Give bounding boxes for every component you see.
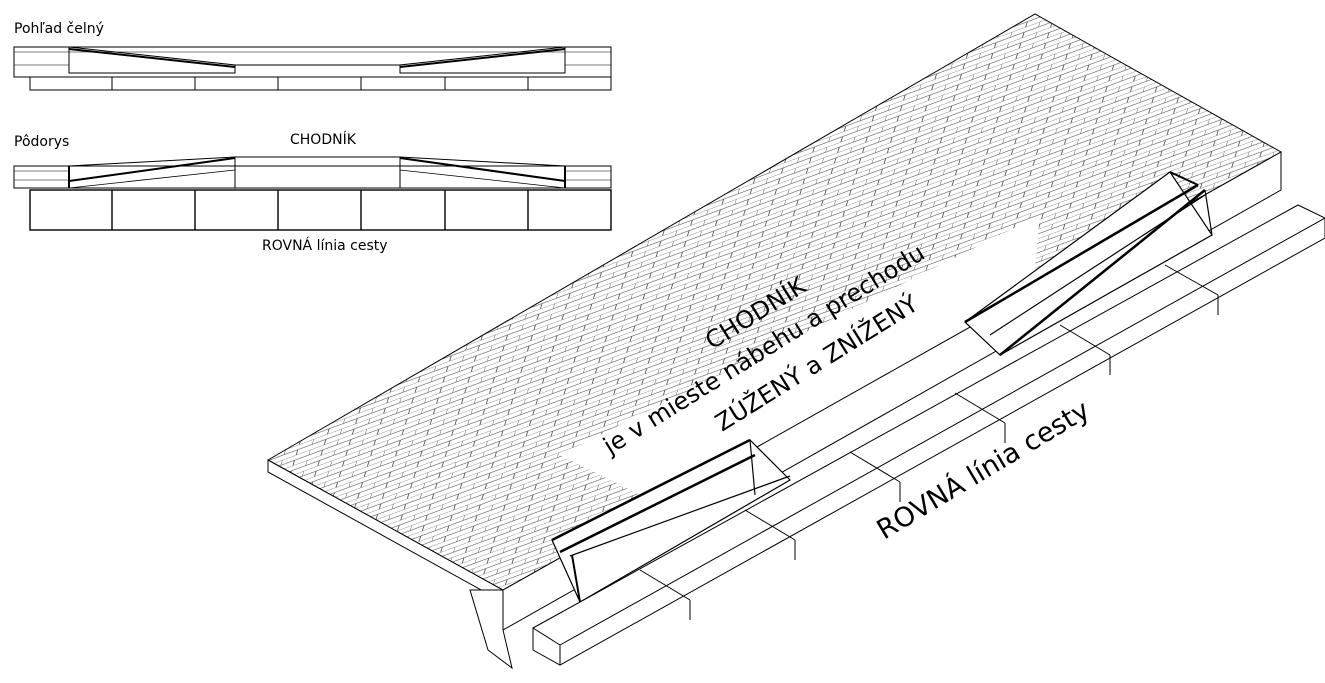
front-view-drawing — [13, 46, 612, 91]
plan-sidewalk-label: CHODNÍK — [290, 132, 356, 148]
right-ramp — [964, 171, 1213, 356]
text-clearing — [560, 215, 1040, 500]
left-ramp — [551, 438, 791, 603]
plan-view-drawing — [13, 156, 612, 231]
front-view-label: Pohľad čelný — [14, 21, 104, 37]
plan-view-label: Pôdorys — [14, 134, 70, 150]
isometric-drawing: CHODNÍK je v mieste nábehu a prechodu ZÚ… — [266, 13, 1325, 670]
plan-road-label: ROVNÁ línia cesty — [262, 238, 388, 254]
curb-blocks — [532, 204, 1325, 666]
